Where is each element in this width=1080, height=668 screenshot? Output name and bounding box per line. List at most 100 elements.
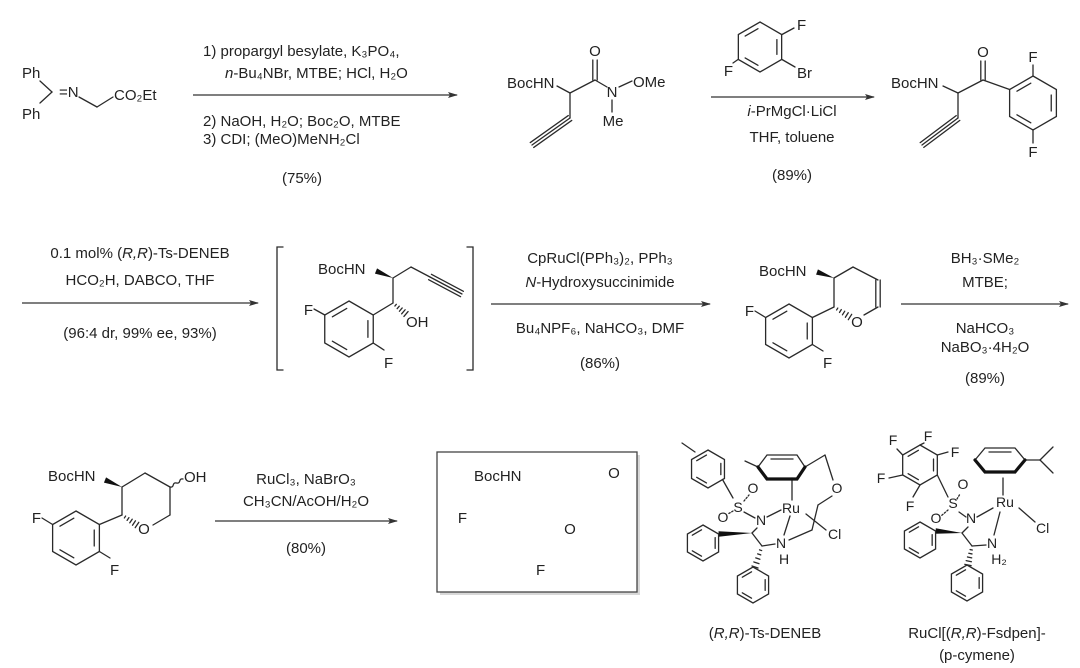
ring-double-bond <box>691 550 703 557</box>
single-bond <box>976 507 994 518</box>
atom-oh: OH <box>184 469 207 486</box>
difluorophenyl-ring <box>324 300 374 358</box>
arene-front-edge <box>756 465 807 481</box>
triple-bond <box>427 278 462 298</box>
atom-f: F <box>110 562 119 579</box>
ring-double-bond <box>955 569 967 576</box>
atom-ru: Ru <box>996 494 1014 510</box>
atom-h2: H₂ <box>991 551 1007 567</box>
ring-double-bond <box>1016 114 1032 124</box>
single-bond <box>1039 446 1054 461</box>
catalyst-label: (R,R)-Ts-DENEB <box>709 625 822 642</box>
atom-ome: OMe <box>633 74 666 91</box>
condition-line: 3) CDI; (MeO)MeNH₂Cl <box>203 131 360 148</box>
triple-bond <box>531 117 571 146</box>
hashed-bond <box>755 557 761 560</box>
single-bond <box>766 509 782 518</box>
single-bond <box>817 495 833 506</box>
single-bond <box>313 308 326 316</box>
ring-double-bond <box>744 57 759 66</box>
atom-h: H <box>779 551 789 567</box>
aryl-ketone-structure: BocHN O F F <box>891 44 1038 161</box>
triple-bond <box>921 117 959 146</box>
condition-line: 2) NaOH, H₂O; Boc₂O, MTBE <box>203 113 401 130</box>
single-bond <box>783 515 791 536</box>
dotted-so-bond <box>727 510 734 515</box>
yield-label: (75%) <box>282 170 322 187</box>
single-bond <box>788 529 813 541</box>
atom-f: F <box>924 428 933 444</box>
single-bond <box>618 80 633 88</box>
ring-double-bond <box>696 454 708 462</box>
atom-o: O <box>977 44 989 61</box>
triple-bond <box>919 114 957 144</box>
condition-line: Bu₄NPF₆, NaHCO₃, DMF <box>516 320 684 337</box>
single-bond <box>743 511 756 519</box>
single-bond <box>961 532 973 547</box>
atom-n: N <box>756 512 766 528</box>
pentafluorophenyl-ring <box>902 444 938 486</box>
ts-deneb-catalyst: S O O N Ru N H O Cl (R,R)-Ts-DENEB <box>709 480 843 642</box>
single-bond <box>392 266 412 279</box>
catalyst-label: RuCl[(R,R)-Fsdpen]- <box>908 625 1046 642</box>
single-bond <box>410 266 431 278</box>
ring-double-bond <box>907 449 920 457</box>
atom-f: F <box>951 444 960 460</box>
single-bond <box>824 454 834 481</box>
hashed-bond <box>847 313 853 321</box>
atom-o: O <box>958 476 969 492</box>
atom-f: F <box>724 63 733 80</box>
hashed-bond <box>126 516 130 522</box>
single-bond <box>936 451 949 456</box>
condition-line: 1) propargyl besylate, K₃PO₄, <box>203 43 400 60</box>
atom-o: O <box>564 521 576 538</box>
single-bond <box>804 454 826 468</box>
hashed-bond <box>398 307 403 312</box>
single-bond <box>761 543 776 547</box>
ring-double-bond <box>772 342 788 352</box>
single-bond <box>152 514 171 526</box>
atom-cl: Cl <box>828 526 841 542</box>
atom-f: F <box>823 355 832 372</box>
yield-label: (96:4 dr, 99% ee, 93%) <box>63 325 216 342</box>
condition-line: CpRuCl(PPh₃)₂, PPh₃ <box>527 250 673 267</box>
pyranone-product-box: BocHN O O F F <box>436 451 640 595</box>
single-bond <box>39 91 53 104</box>
single-bond <box>958 511 967 518</box>
condition-line: i-PrMgCl·LiCl <box>747 103 836 120</box>
ring-double-bond <box>907 473 920 481</box>
single-bond <box>936 474 949 498</box>
phenyl-ring <box>950 564 984 602</box>
catalyst-label-line-2: (p-cymene) <box>939 647 1015 664</box>
wedge-bond <box>103 477 122 487</box>
triple-bond <box>533 119 573 149</box>
single-bond <box>751 532 763 547</box>
single-bond <box>744 460 759 468</box>
single-bond <box>982 79 1011 91</box>
hashed-bond <box>758 549 763 552</box>
atom-o: O <box>589 43 601 60</box>
atom-n: N <box>607 84 618 101</box>
ring-double-bond <box>59 517 75 527</box>
atom-o: O <box>608 465 620 482</box>
atom-br: Br <box>797 65 812 82</box>
atom-ester: CO₂Et <box>114 87 157 104</box>
hashed-bond <box>753 561 760 565</box>
dotted-so-bond <box>956 493 961 500</box>
atom-nhboc: BocHN <box>507 75 555 92</box>
atom-f: F <box>906 498 915 514</box>
yield-label: (80%) <box>286 540 326 557</box>
atom-o: O <box>931 510 942 526</box>
difluorophenyl-ring <box>51 510 101 566</box>
single-bond <box>811 306 835 319</box>
triple-bond <box>429 276 463 295</box>
atom-nhboc: BocHN <box>759 263 807 280</box>
fsdpen-catalyst: F F F F F S O O N Ru Cl N H₂ RuCl[(R,R)-… <box>877 428 1050 664</box>
single-bond <box>971 544 987 547</box>
weinreb-amide-structure: BocHN O N OMe Me <box>507 43 666 130</box>
condition-line: NaBO₃·4H₂O <box>941 339 1030 356</box>
hashed-bond <box>401 309 406 315</box>
condition-line: N-Hydroxysuccinimide <box>525 274 674 291</box>
atom-f: F <box>536 562 545 579</box>
aryl-bromide-structure: F F Br <box>724 17 812 82</box>
